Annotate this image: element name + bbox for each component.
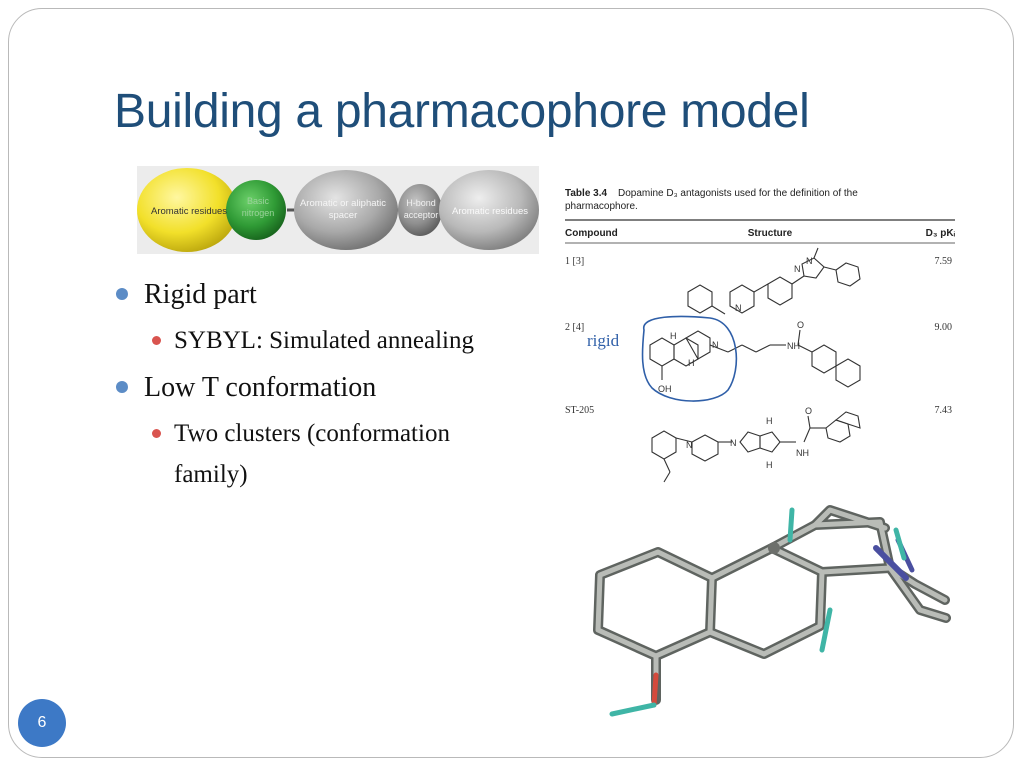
sub-bullet-item: SYBYL: Simulated annealing (112, 320, 512, 361)
rigid-annotation-circle (641, 315, 738, 402)
bullet-item: Low T conformation (112, 369, 512, 407)
bullet-dot (116, 381, 128, 393)
bullet-text: Low T conformation (144, 372, 377, 403)
sub-bullet-dot (152, 336, 161, 345)
feature-label: Aromatic or aliphatic (300, 198, 386, 209)
slide-title: Building a pharmacophore model (114, 85, 810, 138)
structure-compound-2 (649, 329, 861, 388)
antagonist-table: Table 3.4 Dopamine D₃ antagonists used f… (565, 188, 956, 483)
atom-label: H (766, 416, 773, 426)
table-cell-compound: ST-205 (565, 405, 594, 416)
slide-frame (8, 8, 1014, 758)
atom-label: NH (787, 341, 800, 351)
molecule-3d-model (593, 505, 951, 717)
column-header-value: D₃ pKᵢ (926, 228, 956, 239)
atom-label: N (735, 303, 742, 313)
column-header-structure: Structure (748, 228, 793, 239)
sub-bullet-text: SYBYL: Simulated annealing (174, 327, 474, 354)
table-caption-label: Table 3.4 (565, 188, 607, 199)
table-cell-value: 9.00 (935, 322, 953, 333)
table-cell-compound: 2 [4] (565, 322, 584, 333)
table-cell-compound: 1 [3] (565, 256, 584, 267)
atom-label: H (688, 358, 695, 368)
table-caption: Dopamine D₃ antagonists used for the def… (565, 188, 858, 212)
atom-label: N (806, 256, 813, 266)
feature-label: acceptor (404, 210, 439, 220)
atom-label: N (686, 440, 693, 450)
atom-label: OH (658, 384, 672, 394)
feature-label: nitrogen (242, 208, 275, 218)
bullet-dot (116, 288, 128, 300)
atom-label: H (766, 460, 773, 470)
feature-label: Aromatic residues (151, 206, 227, 217)
sub-bullet-text: Two clusters (conformation family) (174, 420, 450, 488)
column-header-compound: Compound (565, 228, 618, 239)
atom-label: NH (796, 448, 809, 458)
feature-label: Aromatic residues (452, 206, 528, 217)
bullet-item: Rigid part (112, 276, 512, 314)
aromatic-residues-sphere-2 (439, 170, 539, 250)
spacer-sphere (294, 170, 398, 250)
structure-compound-1 (687, 247, 861, 315)
pharmacophore-diagram: Aromatic residues Basic nitrogen Aromati… (137, 166, 539, 254)
table-cell-value: 7.59 (935, 256, 953, 267)
rigid-annotation-label: rigid (587, 331, 620, 350)
feature-label: H-bond (406, 198, 436, 208)
atom-label: N (794, 264, 801, 274)
basic-nitrogen-sphere (226, 180, 286, 240)
page-number-badge: 6 (18, 699, 66, 747)
bullet-text: Rigid part (144, 279, 257, 310)
bullet-list: Rigid part SYBYL: Simulated annealing Lo… (112, 276, 512, 503)
structure-compound-st205 (651, 411, 861, 483)
atom-label: O (797, 320, 804, 330)
atom-label: N (712, 340, 719, 350)
atom-label: N (730, 438, 737, 448)
aromatic-residues-sphere (137, 168, 237, 252)
sub-bullet-dot (152, 429, 161, 438)
hbond-acceptor-sphere (398, 184, 442, 236)
feature-label: spacer (329, 210, 358, 221)
table-cell-value: 7.43 (935, 405, 953, 416)
atom-label: H (670, 331, 677, 341)
atom-label: O (805, 406, 812, 416)
feature-label: Basic (247, 196, 270, 206)
sub-bullet-item: Two clusters (conformation family) (112, 413, 512, 495)
